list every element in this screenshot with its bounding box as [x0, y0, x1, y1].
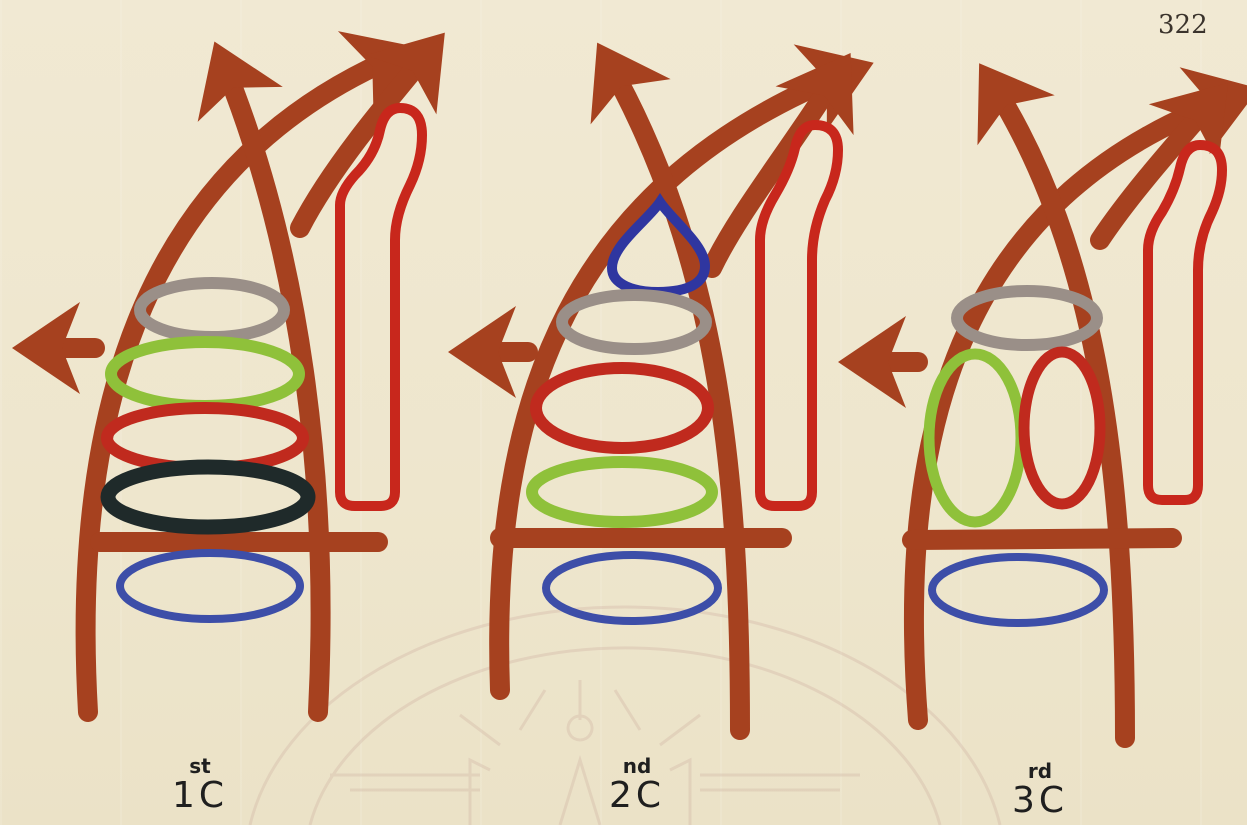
panel-1-gray-ring [140, 283, 284, 337]
panel-3-caption: 3C [995, 782, 1085, 820]
panel-2-label: nd 2C [592, 755, 682, 815]
panel-1-superscript: st [160, 755, 240, 777]
panel-2-blue-ring [546, 555, 718, 621]
panel-2-inner-arrow [607, 60, 740, 730]
panel-3-diagram [858, 80, 1240, 738]
panel-3-arrows [858, 80, 1240, 738]
panel-3-superscript: rd [995, 760, 1085, 782]
panel-1-caption: 1C [160, 777, 240, 815]
panel-2-green-ring [532, 462, 712, 522]
panel-3-outer-arrow [914, 95, 1240, 720]
panel-1-blue-ring [120, 553, 300, 619]
panel-3-label: rd 3C [995, 760, 1085, 820]
panel-2-superscript: nd [592, 755, 682, 777]
panel-3-red-ring [1024, 352, 1100, 504]
panel-2-red-ring [536, 368, 708, 448]
page-number: 322 [1158, 10, 1208, 40]
panel-1-diagram [32, 48, 432, 712]
panel-1-green-ring [111, 342, 299, 406]
panel-1-red-ring [107, 408, 303, 468]
panel-2-arrows [468, 60, 855, 730]
panel-3-crossbar [912, 538, 1172, 540]
panel-2-caption: 2C [592, 777, 682, 815]
panel-1-loop [340, 108, 422, 506]
panel-1-label: st 1C [160, 755, 240, 815]
panel-3-blue-ring [932, 557, 1104, 623]
panel-2-diagram [468, 60, 855, 730]
panel-3-loop [1148, 145, 1222, 500]
panel-1-black-ring [108, 467, 308, 527]
panel-2-gray-ring [562, 295, 706, 349]
panel-3-green-ring [929, 354, 1021, 522]
panel-3-inner-arrow [990, 80, 1125, 738]
